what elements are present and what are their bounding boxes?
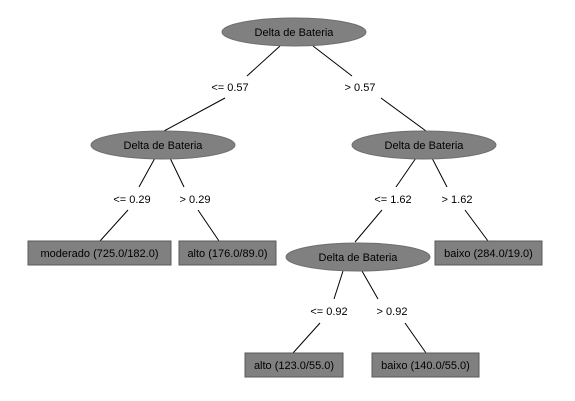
- split-node-right-left-label: Delta de Bateria: [319, 252, 399, 264]
- leaf-baixo-1: baixo (284.0/19.0): [434, 240, 543, 266]
- split-node-right-left-shape: [285, 242, 431, 272]
- split-node-left-label: Delta de Bateria: [124, 140, 204, 152]
- split-node-left-shape: [90, 130, 236, 160]
- leaf-moderado: moderado (725.0/182.0): [27, 240, 172, 266]
- leaf-baixo-1-box: [434, 240, 543, 266]
- root-node-label: Delta de Bateria: [255, 27, 335, 39]
- edge-right-right-lower: [464, 209, 489, 242]
- leaf-baixo-1-label: baixo (284.0/19.0): [444, 248, 533, 260]
- edge-label-root-right: > 0.57: [345, 82, 376, 94]
- leaf-alto-1-label: alto (176.0/89.0): [187, 248, 267, 260]
- leaf-baixo-2: baixo (140.0/55.0): [371, 352, 480, 378]
- edge-right-left-lower: [354, 209, 383, 243]
- leaf-alto-2-box: [244, 352, 344, 378]
- edge-root-right-upper: [312, 45, 353, 77]
- edge-rl-right-upper: [361, 270, 379, 300]
- edge-rl-right-lower: [404, 322, 427, 354]
- split-node-right-left: Delta de Bateria: [285, 242, 431, 272]
- split-nodes: Delta de Bateria Delta de Bateria Delta …: [90, 17, 497, 272]
- edge-root-left-upper: [246, 45, 281, 77]
- split-node-right: Delta de Bateria: [351, 130, 497, 160]
- split-node-left: Delta de Bateria: [90, 130, 236, 160]
- edge-label-root-left: <= 0.57: [211, 82, 248, 94]
- leaf-alto-2-label: alto (123.0/55.0): [254, 360, 334, 372]
- edge-labels: <= 0.57 > 0.57 <= 0.29 > 0.29 <= 1.62 > …: [113, 82, 472, 318]
- edge-left-left-upper: [138, 157, 156, 188]
- edge-rl-left-lower: [292, 322, 321, 354]
- leaf-alto-1-box: [178, 240, 277, 266]
- edge-label-right-left: <= 1.62: [374, 194, 411, 206]
- edge-root-left-lower: [163, 97, 226, 132]
- leaf-moderado-label: moderado (725.0/182.0): [40, 248, 158, 260]
- leaf-nodes: moderado (725.0/182.0) alto (176.0/89.0)…: [27, 240, 543, 378]
- edge-right-right-upper: [431, 157, 448, 188]
- edge-label-left-left: <= 0.29: [113, 194, 150, 206]
- edge-label-right-right: > 1.62: [442, 194, 473, 206]
- leaf-baixo-2-box: [371, 352, 480, 378]
- leaf-moderado-box: [27, 240, 172, 266]
- edge-label-rl-right: > 0.92: [377, 306, 408, 318]
- edges: [99, 45, 489, 354]
- leaf-alto-2: alto (123.0/55.0): [244, 352, 344, 378]
- edge-root-right-lower: [380, 97, 427, 132]
- leaf-alto-1: alto (176.0/89.0): [178, 240, 277, 266]
- edge-label-left-right: > 0.29: [180, 194, 211, 206]
- edge-left-right-upper: [169, 157, 185, 188]
- split-node-right-label: Delta de Bateria: [385, 140, 465, 152]
- edge-left-left-lower: [99, 209, 129, 242]
- edge-right-left-upper: [395, 157, 417, 188]
- leaf-baixo-2-label: baixo (140.0/55.0): [381, 360, 470, 372]
- edge-rl-left-upper: [333, 270, 344, 300]
- split-node-right-shape: [351, 130, 497, 160]
- edge-left-right-lower: [197, 209, 220, 242]
- root-node-shape: [221, 17, 367, 47]
- edge-label-rl-left: <= 0.92: [310, 306, 347, 318]
- root-node: Delta de Bateria: [221, 17, 367, 47]
